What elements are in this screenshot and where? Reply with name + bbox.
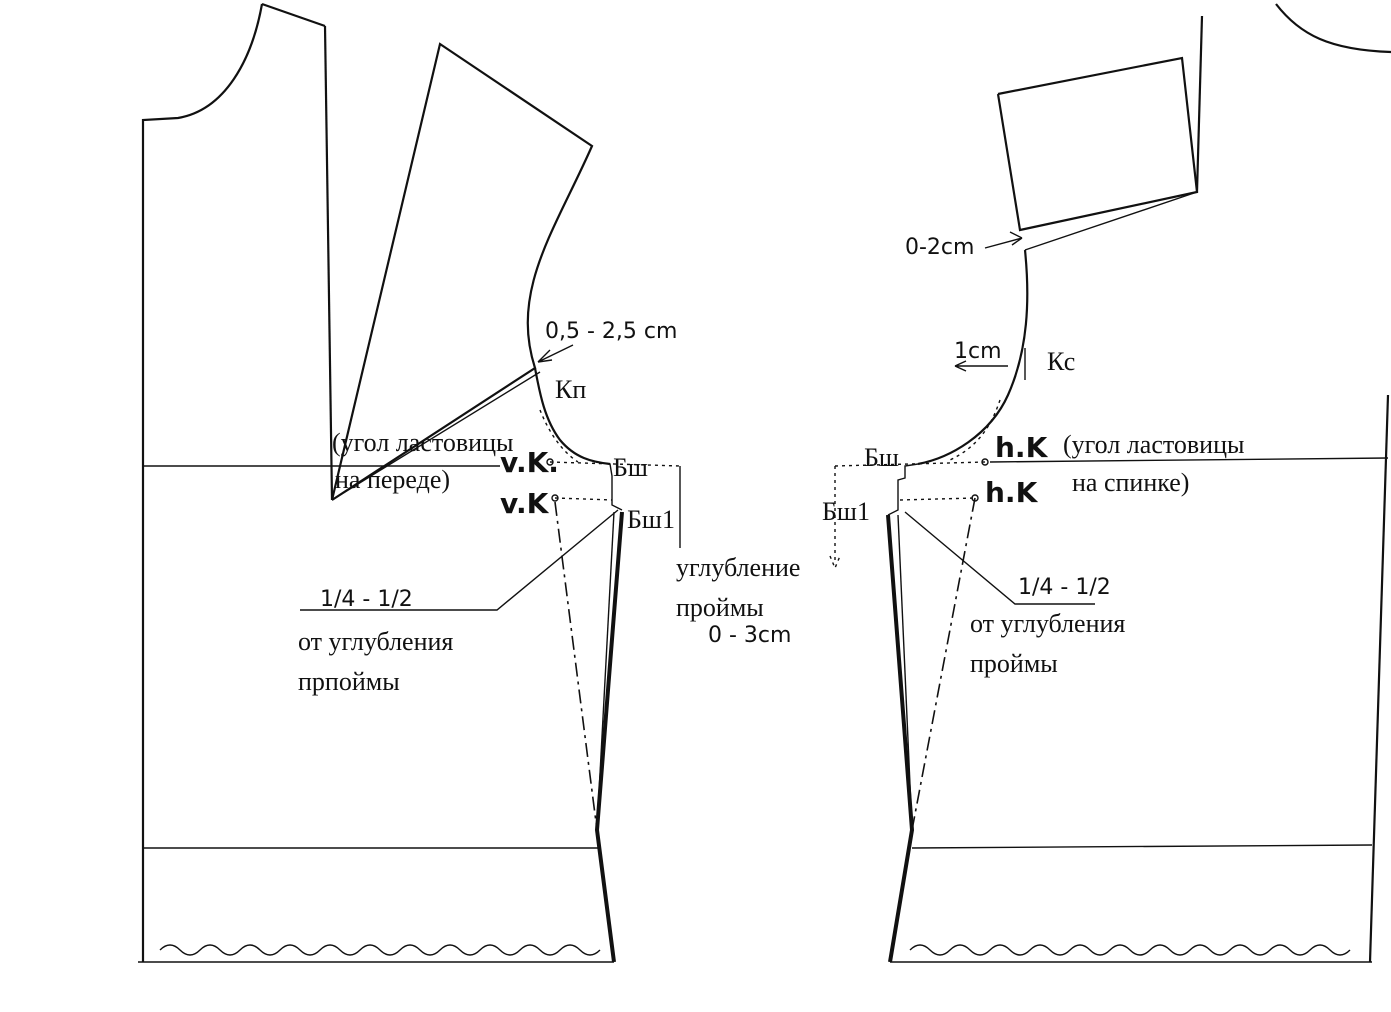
back-hem	[890, 944, 1372, 963]
label-center-line2: проймы	[676, 593, 764, 622]
front-side-seam	[594, 511, 624, 963]
back-right-edge	[1368, 394, 1390, 963]
back-fraction-leader	[904, 511, 1095, 605]
back-neckline	[1275, 3, 1391, 54]
label-back-depth-line2: проймы	[970, 649, 1058, 678]
label-vk-upper: v.K.	[500, 446, 559, 479]
back-armhole-dotted	[949, 399, 1001, 461]
front-dart-inner	[331, 371, 541, 501]
back-armhole-step	[887, 463, 919, 516]
label-front-bsh: Бш	[613, 453, 648, 482]
label-front-depth-line2: прпоймы	[298, 667, 400, 696]
label-front-fraction: 1/4 - 1/2	[320, 587, 413, 612]
front-armhole-step	[595, 461, 623, 511]
hk-point-lower	[971, 494, 979, 502]
front-rotated-dart	[330, 42, 594, 501]
label-kc: Кс	[1047, 347, 1075, 376]
back-dart-inner	[1024, 191, 1198, 251]
label-back-bsh: Бш	[864, 443, 899, 472]
back-bust-line	[989, 457, 1389, 463]
label-center-line1: углубление	[676, 553, 800, 582]
label-back-gusset-line2: на спинке)	[1072, 468, 1189, 497]
back-depth-dotted	[829, 466, 841, 570]
back-1cm-arrow	[954, 360, 1008, 372]
front-dart-line	[323, 25, 334, 501]
label-hk-lower: h.K	[985, 476, 1039, 509]
label-front-gusset-line2: на переде)	[335, 465, 450, 494]
label-back-1cm: 1cm	[954, 339, 1002, 364]
label-front-dart-measure: 0,5 - 2,5 cm	[545, 319, 677, 344]
vk-point-lower	[551, 494, 559, 502]
label-front-bsh1: Бш1	[627, 505, 675, 534]
front-dart-arrow	[537, 344, 574, 363]
front-armhole-curve	[533, 367, 611, 466]
back-bodice-piece	[829, 3, 1391, 963]
label-back-bsh1: Бш1	[822, 497, 870, 526]
front-hem	[138, 944, 614, 963]
back-rotated-dart	[996, 56, 1199, 232]
front-shoulder	[261, 2, 326, 28]
label-back-dart-measure: 0-2cm	[905, 235, 974, 260]
back-shoulder-dart-line	[1195, 15, 1204, 193]
label-vk-lower: v.K	[500, 487, 550, 520]
label-kp: Кп	[555, 375, 586, 404]
label-center-measure: 0 - 3cm	[708, 623, 791, 648]
front-dotted-hline-upper	[549, 461, 681, 467]
back-hip-line	[911, 844, 1373, 849]
label-back-gusset-line1: (угол ластовицы	[1063, 430, 1244, 459]
front-bodice-piece	[138, 2, 681, 963]
back-dotted-hline-lower	[899, 497, 976, 501]
label-back-fraction: 1/4 - 1/2	[1018, 575, 1111, 600]
label-hk-upper: h.K	[995, 431, 1049, 464]
front-construction-dash	[554, 501, 598, 831]
front-side-seam-inner	[596, 511, 615, 831]
front-neckline	[141, 3, 264, 962]
back-armhole-curve	[917, 249, 1029, 466]
hk-point-upper	[981, 458, 989, 466]
back-side-seam-inner	[897, 514, 913, 831]
back-dart-arrow	[984, 231, 1023, 249]
label-front-depth-line1: от углубления	[298, 627, 453, 656]
front-fraction-leader	[300, 509, 619, 611]
label-front-gusset-line1: (угол ластовицы	[332, 428, 513, 457]
vk-point-upper	[546, 458, 554, 466]
back-construction-dash	[911, 497, 976, 831]
front-dotted-hline-lower	[554, 497, 613, 501]
label-back-depth-line1: от углубления	[970, 609, 1125, 638]
